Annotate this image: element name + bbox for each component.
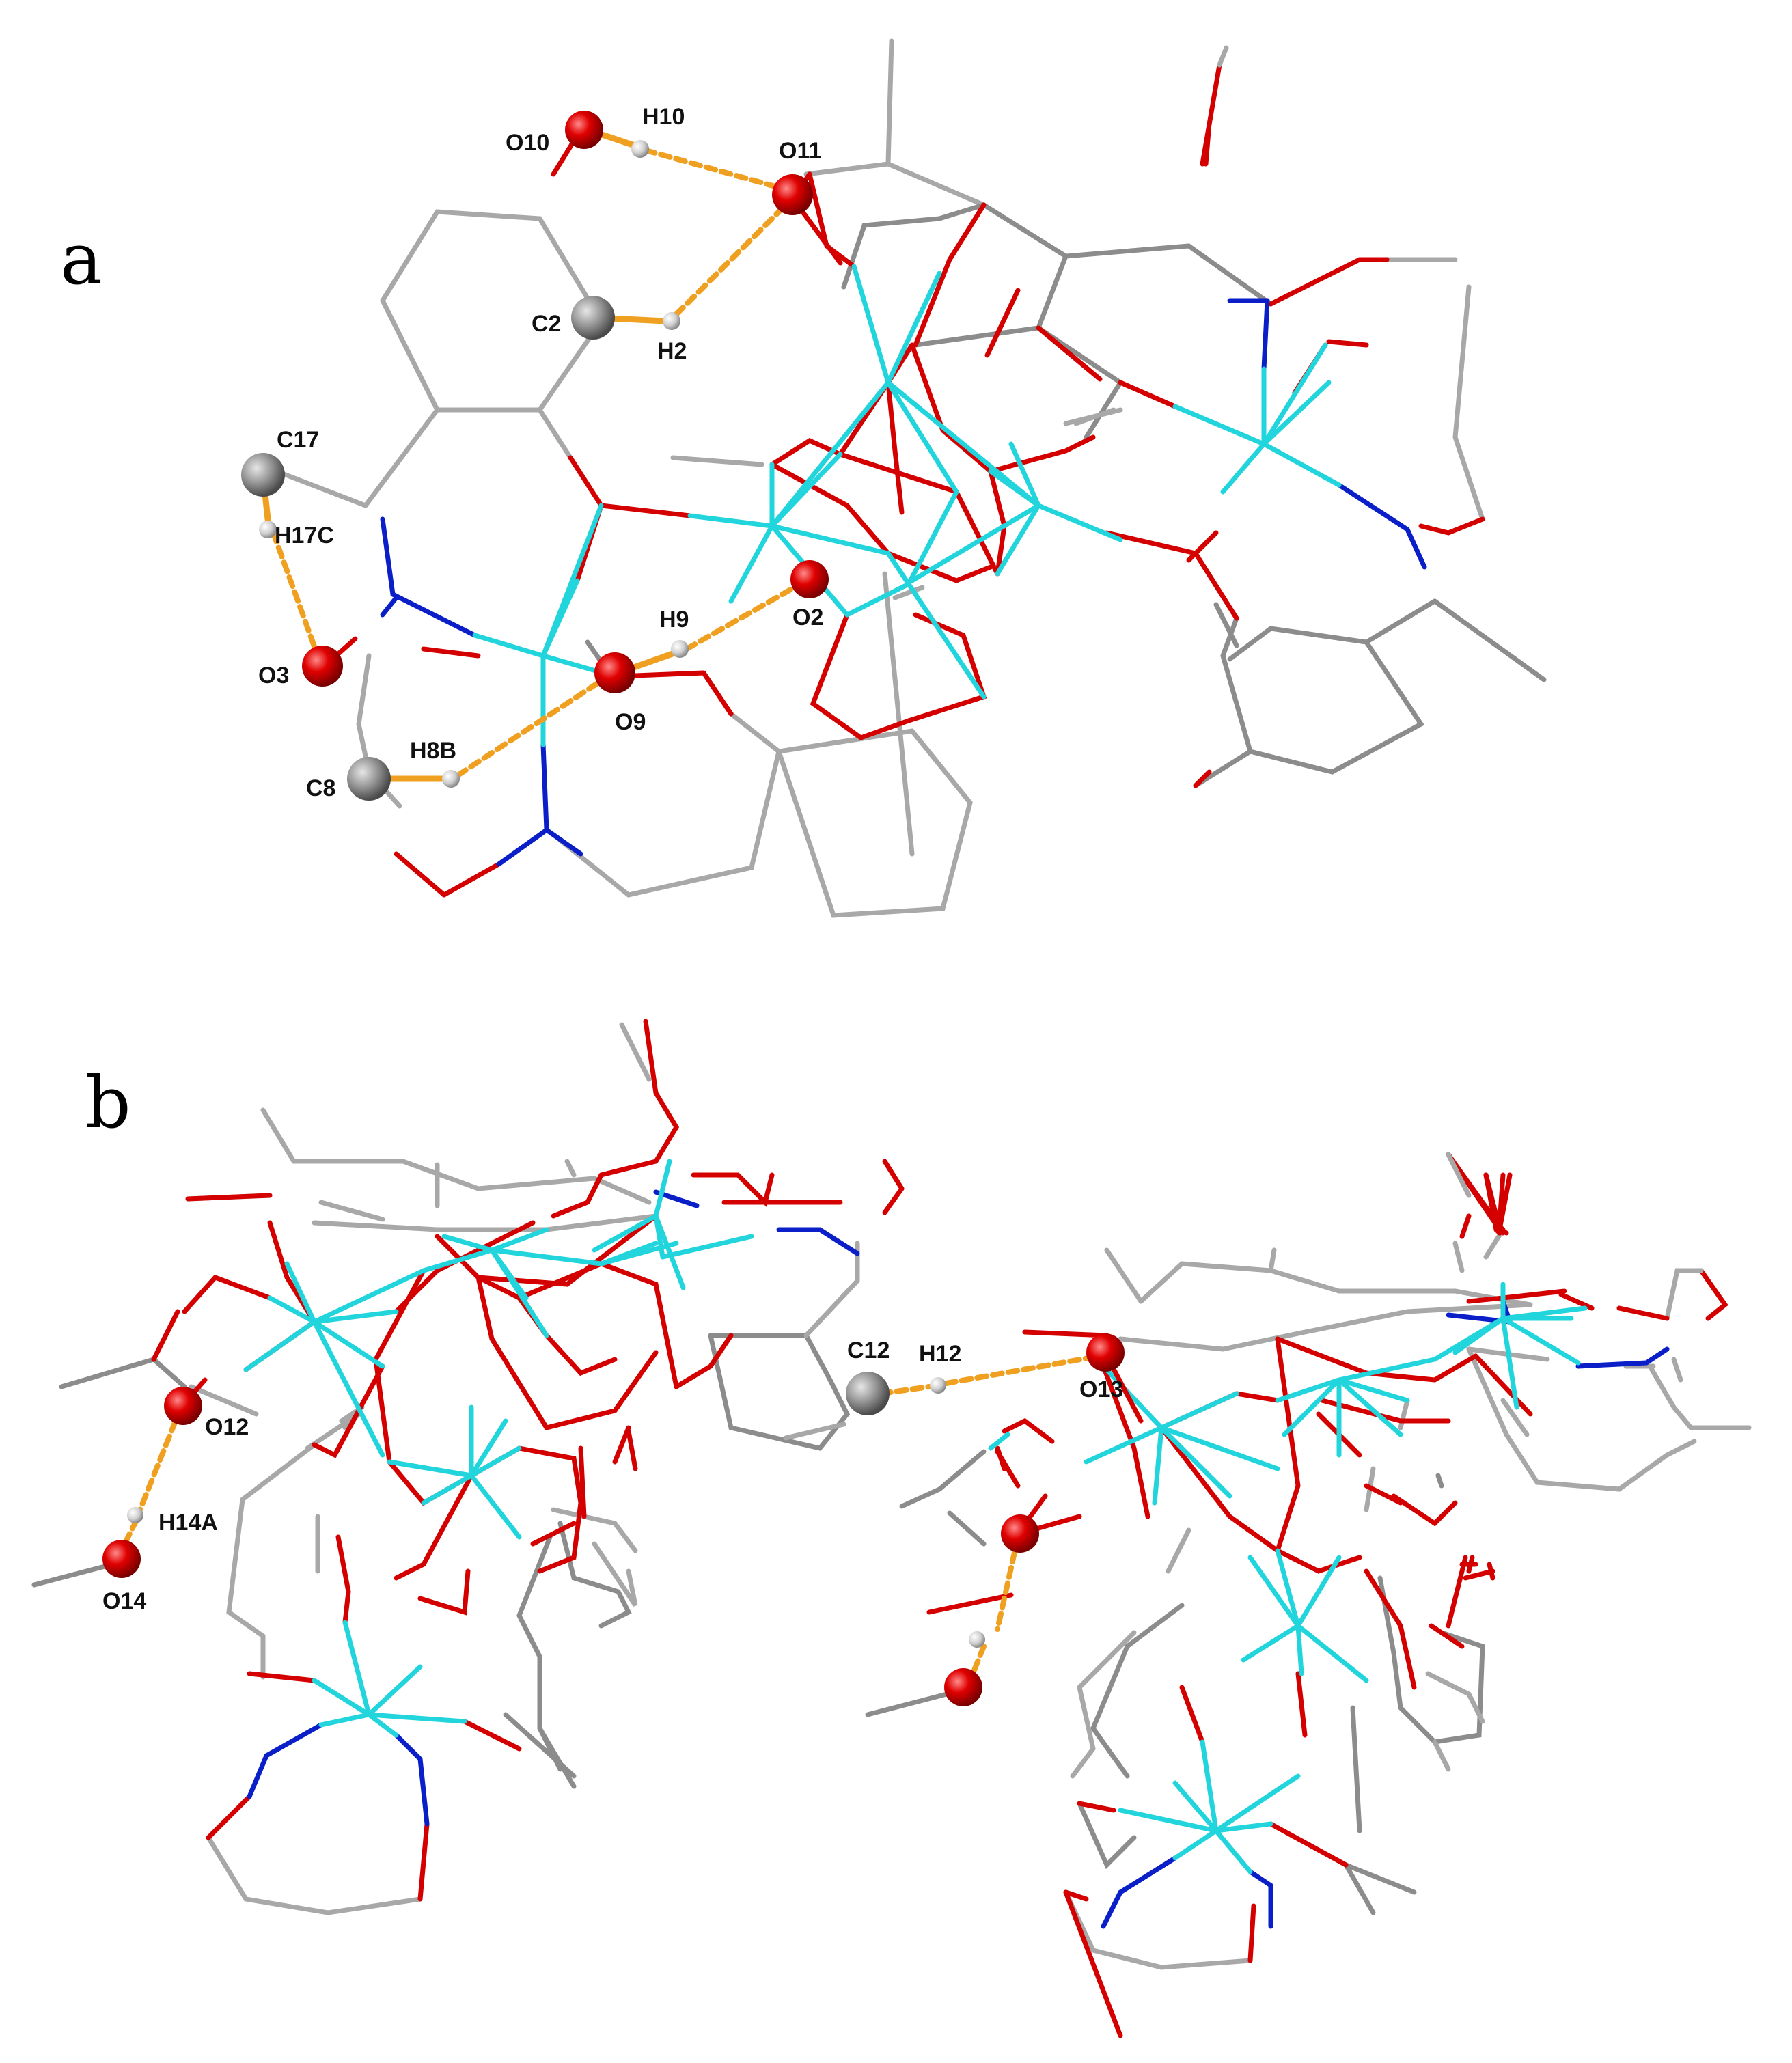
atom-c2 [571,296,615,340]
label-c8: C8 [306,775,335,801]
atom-o10 [565,111,603,149]
atom-h17c [259,521,277,538]
atom-o11 [772,174,813,215]
atom-h12 [930,1377,946,1394]
label-c12: C12 [847,1338,890,1363]
label-o14: O14 [102,1588,146,1614]
atom-o12-sym [1001,1514,1039,1553]
panel-b-atoms [102,1333,1125,1706]
atom-h2 [663,312,680,330]
label-o2: O2 [792,605,823,631]
atom-o2 [790,560,829,598]
panel-b-left-cluster [59,1019,905,1915]
label-o13: O13 [1079,1376,1123,1402]
label-h10: H10 [642,104,685,130]
label-o12: O12 [205,1414,249,1440]
panel-a-oxygen-bonds [322,120,1485,898]
panel-a-nitrogen-bonds [380,298,1427,867]
panel-a-labels: O10 H10 O11 C2 H2 C17 H17C O3 O9 H9 O2 H… [258,104,823,801]
atom-c8 [347,757,391,801]
label-h14a: H14A [158,1510,218,1536]
isolated-fragment [1200,62,1222,167]
label-o3: O3 [258,663,289,689]
atom-c17 [241,453,285,497]
panel-a: a [60,38,1547,918]
atom-h14a [127,1507,143,1523]
atom-o14-sym [944,1668,982,1706]
atom-h14a-sym [969,1631,985,1648]
label-h2: H2 [657,338,687,364]
atom-h9 [671,640,689,658]
atom-o3 [302,646,343,687]
panel-letter-a: a [60,217,102,301]
panel-a-atoms [241,111,829,801]
panel-a-hydrogen-bonds [260,126,809,782]
atom-h10 [631,140,649,158]
atom-o9 [594,652,635,693]
panel-a-carbon-bonds [274,38,1547,918]
label-h12: H12 [919,1341,961,1367]
atom-c12 [846,1372,890,1415]
atom-o12 [164,1387,202,1425]
label-o11: O11 [779,138,821,164]
panel-b-right-cluster [899,1152,1752,2038]
atom-o13 [1086,1333,1125,1372]
label-h8b: H8B [410,738,456,764]
label-o10: O10 [506,130,549,156]
panel-b-labels: C12 H12 O13 O12 H14A O14 [102,1338,1123,1614]
label-h9: H9 [659,607,689,633]
panel-b-hydrogen-bonds [124,1353,1103,1683]
atom-o14 [102,1540,141,1578]
label-c17: C17 [277,427,319,453]
label-c2: C2 [532,311,561,337]
label-o9: O9 [615,709,646,735]
atom-h8b [442,770,460,788]
panel-b: b [31,1019,1752,2038]
label-h17c: H17C [275,523,334,549]
panel-letter-b: b [85,1061,131,1144]
